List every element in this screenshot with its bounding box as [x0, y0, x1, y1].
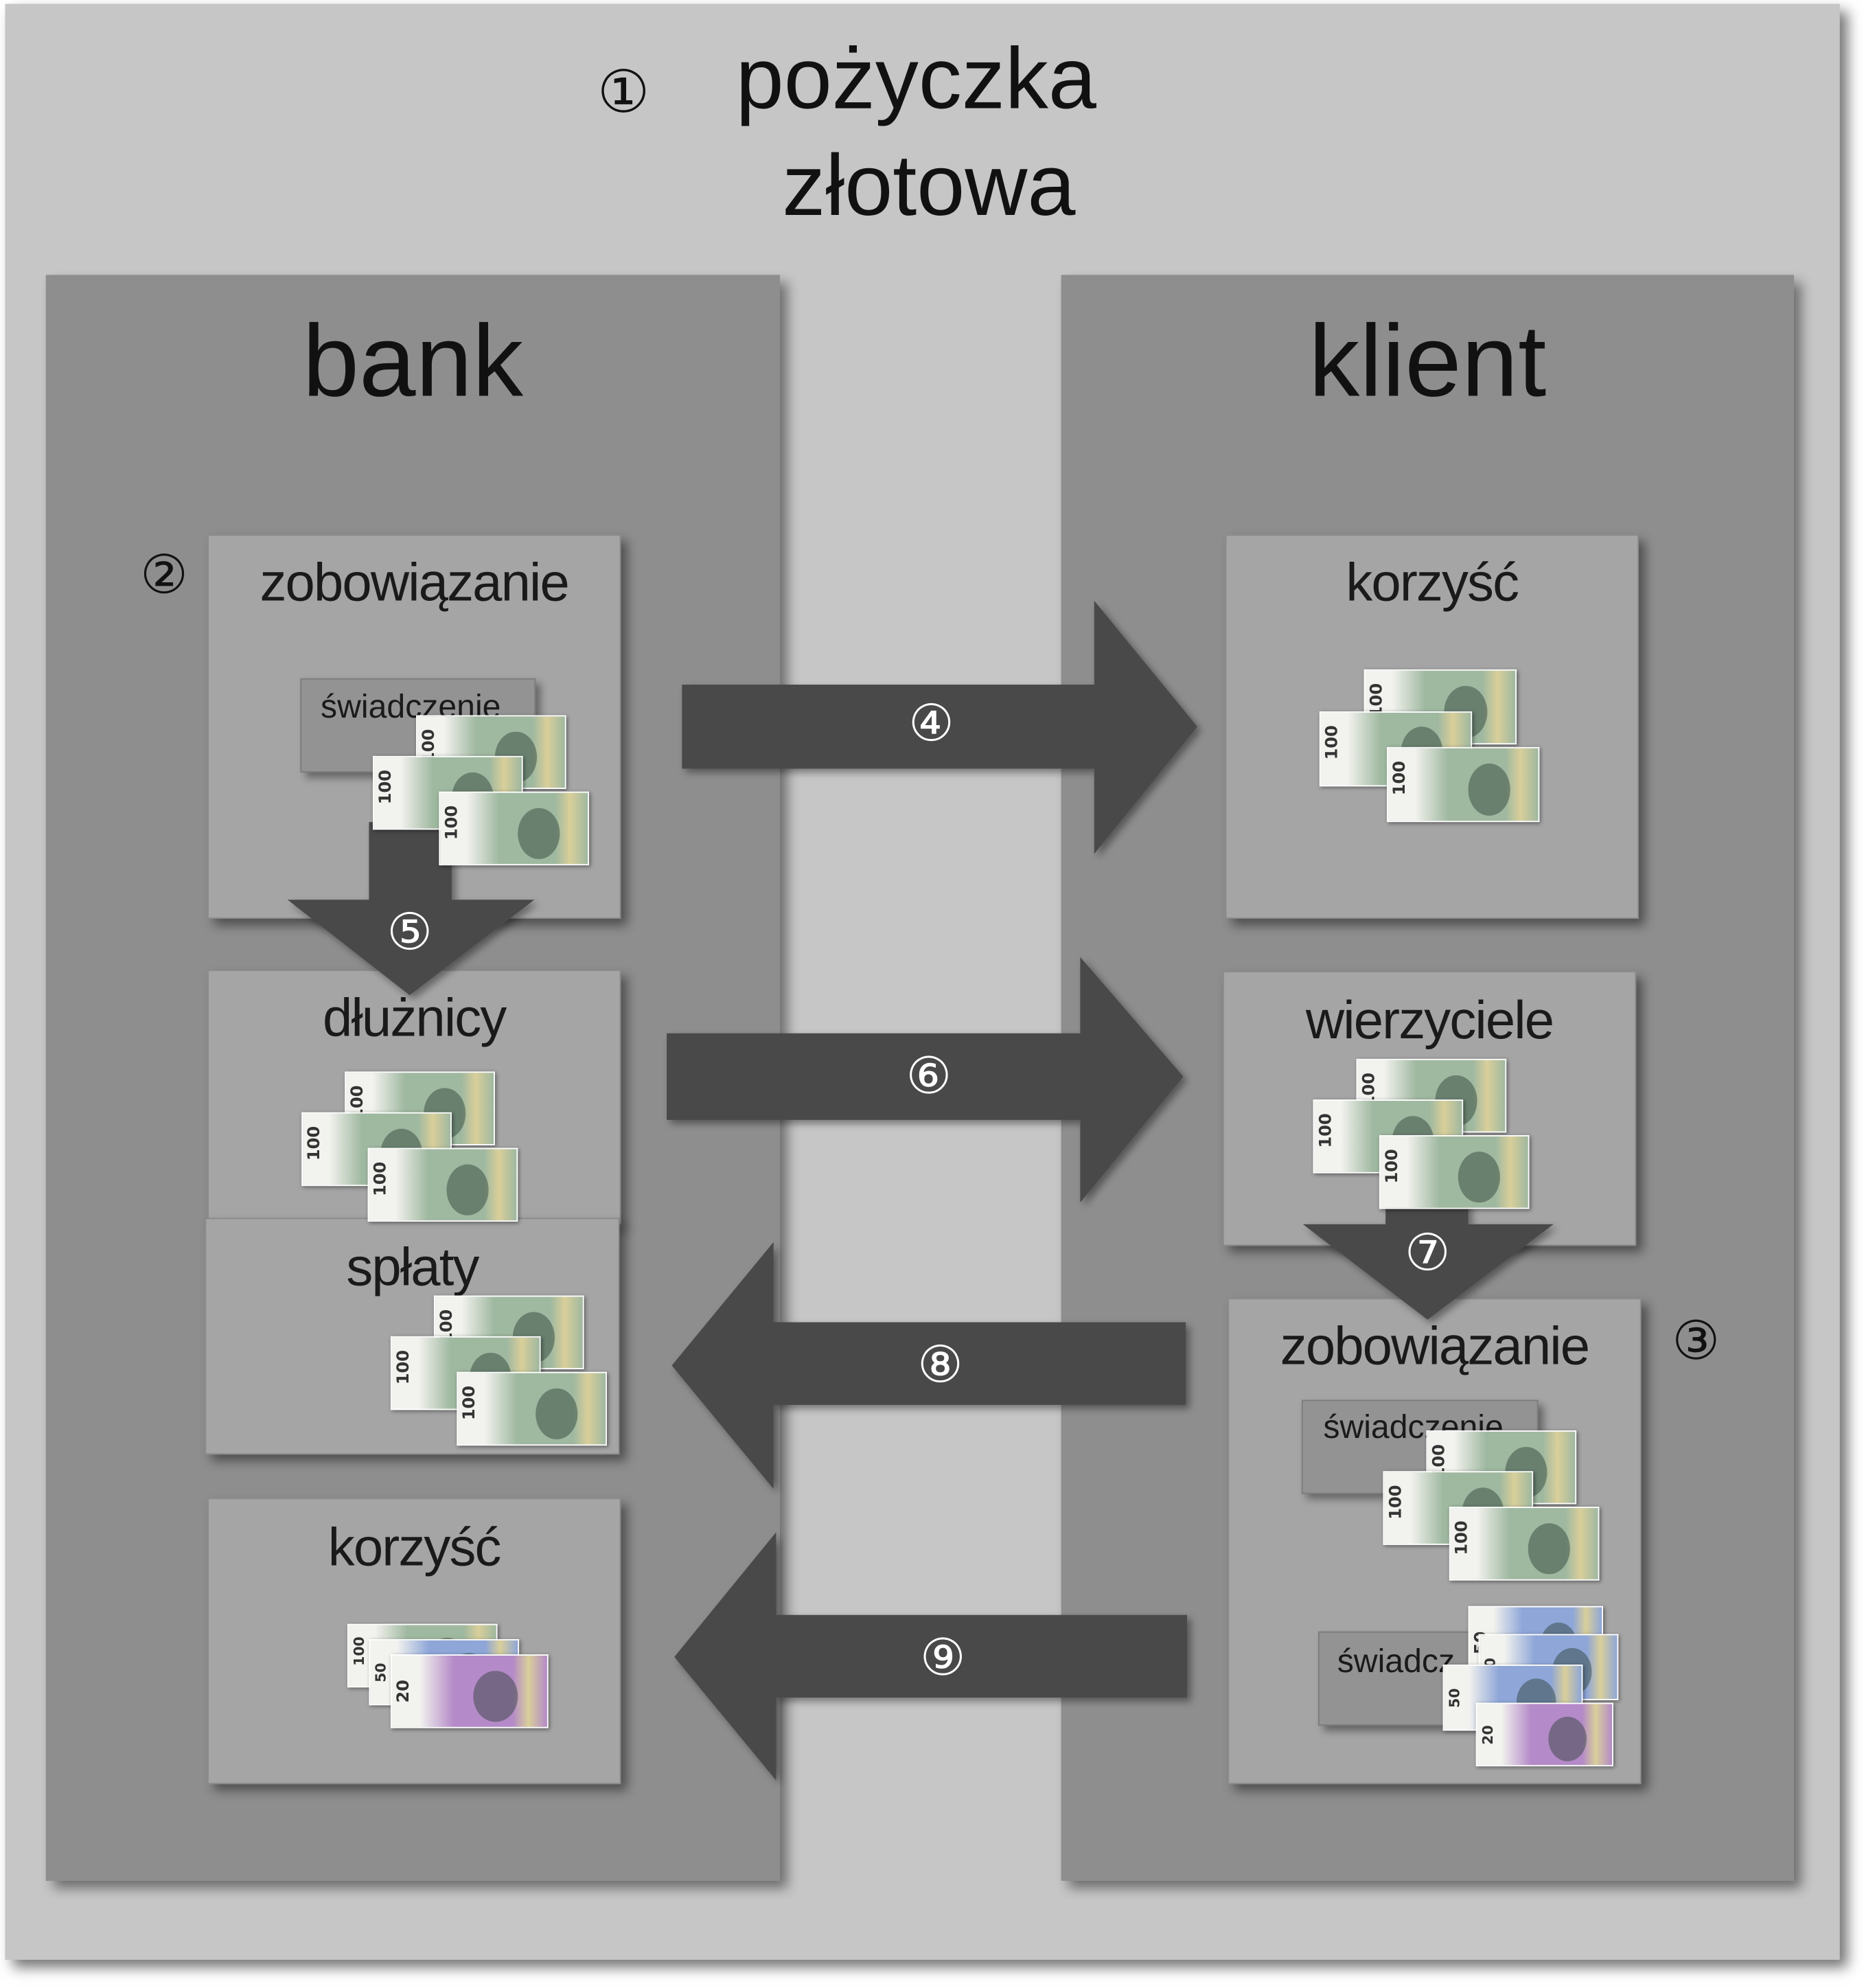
arrow-7-label: ⑦: [1405, 1225, 1451, 1282]
klient-creditors-notes-note-3: 100: [1379, 1135, 1530, 1209]
arrow-5-label: ⑤: [387, 904, 433, 961]
banknote-portrait: [536, 1388, 579, 1440]
bank-obligation-title: zobowiązanie: [260, 552, 569, 613]
arrow-6-label: ⑥: [906, 1049, 952, 1105]
arrow-4: [682, 600, 1197, 854]
klient-obligation-title: zobowiązanie: [1280, 1316, 1590, 1376]
banknote-denomination: 100: [351, 1636, 368, 1665]
banknote-denomination: 20: [1480, 1724, 1497, 1744]
banknote-denomination: 100: [1390, 761, 1410, 797]
bank-marker: ②: [140, 545, 188, 605]
klient-obligation-notes-note-3: 100: [1449, 1507, 1600, 1581]
banknote-denomination: 100: [305, 1125, 325, 1161]
banknote-denomination: 100: [1317, 1112, 1336, 1147]
banknote-portrait: [474, 1670, 518, 1722]
banknote-portrait: [1458, 1151, 1501, 1203]
klient-creditors-title: wierzyciele: [1305, 990, 1554, 1050]
banknote-denomination: 100: [1323, 724, 1343, 760]
bank-repayments-title: spłaty: [346, 1237, 479, 1297]
banknote-denomination: 100: [1386, 1484, 1406, 1519]
klient-benefit-notes-note-3: 100: [1387, 747, 1541, 823]
klient-marker: ③: [1672, 1310, 1721, 1371]
title-number: ①: [597, 58, 650, 125]
bank-debtors-notes-note-3: 100: [367, 1147, 518, 1222]
banknote-portrait: [1548, 1716, 1587, 1761]
klient-performance-label-2: świadcz: [1337, 1641, 1455, 1680]
banknote-denomination: 100: [1383, 1148, 1403, 1183]
banknote-portrait: [447, 1163, 490, 1216]
banknote-denomination: 100: [460, 1385, 480, 1420]
banknote-denomination: 50: [1447, 1688, 1464, 1708]
banknote-portrait: [1528, 1522, 1571, 1575]
diagram-title-line1: pożyczka: [735, 30, 1096, 128]
banknote-denomination: 100: [371, 1161, 391, 1196]
banknote-denomination: 50: [372, 1663, 390, 1682]
bank-column-title: bank: [302, 304, 524, 418]
banknote-portrait: [1467, 763, 1511, 816]
arrow-8-label: ⑧: [917, 1337, 963, 1394]
bank-benefit-title: korzyść: [327, 1517, 502, 1577]
arrow-4-label: ④: [908, 696, 954, 753]
klient-benefit-title: korzyść: [1346, 552, 1519, 613]
banknote-denomination: 100: [1453, 1520, 1473, 1555]
banknote-portrait: [518, 808, 561, 860]
arrow-8: [671, 1242, 1186, 1489]
banknote-denomination: 100: [442, 804, 462, 840]
arrow-9: [674, 1532, 1188, 1781]
banknote-denomination: 20: [394, 1679, 414, 1702]
klient-obligation-note-20: 20: [1475, 1702, 1613, 1767]
bank-obligation-notes-note-3: 100: [439, 791, 590, 866]
klient-column-title: klient: [1309, 304, 1547, 418]
bank-benefit-note-20: 20: [390, 1654, 549, 1728]
arrow-6: [667, 957, 1184, 1203]
bank-repayments-notes-note-3: 100: [457, 1371, 607, 1446]
diagram-title-line2: złotowa: [782, 137, 1076, 234]
banknote-denomination: 100: [376, 769, 396, 804]
arrow-9-label: ⑨: [919, 1630, 966, 1687]
arrow-5: [287, 822, 535, 996]
banknote-denomination: 100: [394, 1349, 414, 1384]
arrow-7: [1302, 1189, 1554, 1320]
bank-debtors-title: dłużnicy: [323, 987, 507, 1048]
